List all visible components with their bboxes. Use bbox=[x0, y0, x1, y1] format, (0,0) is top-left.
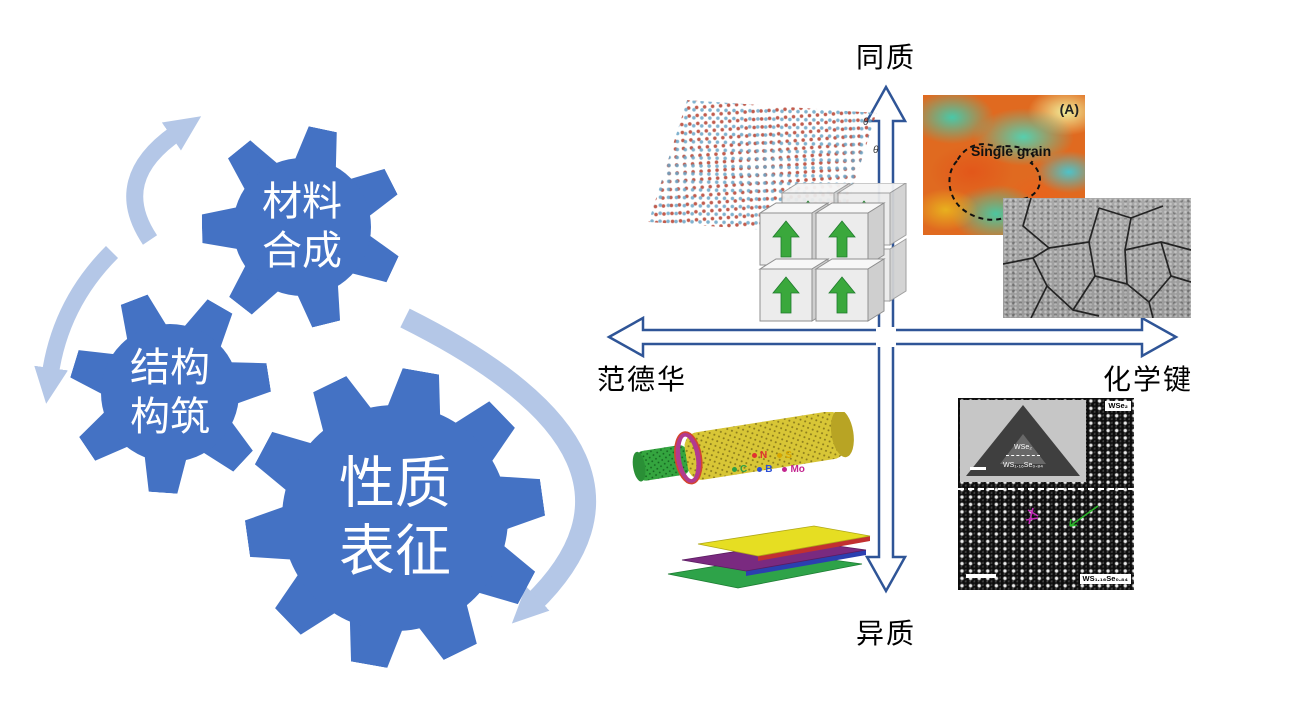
grain-boundaries bbox=[1003, 198, 1191, 318]
stem-inset-triangle: WSe₂ WS₁.₁₆Se₀.₈₄ bbox=[960, 400, 1086, 482]
legend-dot-B bbox=[757, 467, 763, 472]
cycle-arrow-top bbox=[126, 116, 202, 245]
inset-scale-bar bbox=[970, 467, 986, 470]
moire-superlattice-figure: θ θ bbox=[645, 95, 880, 240]
gear-label-material-synthesis: 材料 合成 bbox=[262, 180, 342, 273]
gear-body bbox=[233, 158, 371, 296]
legend-item-S: S bbox=[777, 450, 792, 461]
legend-dot-N bbox=[752, 453, 757, 458]
legend-item-N: N bbox=[752, 450, 767, 461]
nanotube-legend-row-2: C B Mo bbox=[732, 464, 805, 475]
nanotube-legend-row-1: N S bbox=[752, 450, 792, 461]
twist-angle-label: θ bbox=[863, 117, 869, 128]
legend-dot-Mo bbox=[782, 467, 788, 472]
legend-item-Mo: Mo bbox=[782, 464, 805, 475]
legend-label-S: S bbox=[785, 450, 792, 461]
legend-item-C: C bbox=[732, 464, 747, 475]
legend-dot-S bbox=[777, 453, 783, 458]
nanotube-graphic bbox=[632, 409, 854, 485]
horizontal-axis-arrow bbox=[606, 315, 1179, 359]
gear-property-characterization: 性质 表征 bbox=[245, 368, 545, 668]
triangle-crystal-graphic bbox=[966, 405, 1080, 476]
nanotube-figure: N S C B Mo bbox=[628, 409, 863, 492]
cube-array-figure bbox=[758, 183, 907, 322]
stem-scale-bar bbox=[966, 574, 996, 578]
axis-label-van-der-waals: 范德华 bbox=[597, 364, 688, 395]
inset-wse2-label: WSe₂ bbox=[1014, 444, 1032, 451]
axis-intersection-gap bbox=[876, 327, 896, 347]
sem-grain-boundary-figure bbox=[1003, 198, 1191, 318]
panel-a-label: (A) bbox=[1059, 101, 1079, 117]
gear-label-structure-construction: 结构 构筑 bbox=[130, 346, 210, 439]
inset-alloy-label: WS₁.₁₆Se₀.₈₄ bbox=[1003, 462, 1043, 469]
stacked-sheets-figure bbox=[667, 525, 871, 589]
single-grain-label: Single grain bbox=[971, 143, 1052, 159]
legend-label-B: B bbox=[765, 464, 773, 475]
legend-label-N: N bbox=[760, 450, 768, 461]
interface-dashed-line bbox=[958, 488, 1134, 490]
stacked-sheets-graphic bbox=[667, 525, 871, 589]
gear-body bbox=[101, 324, 239, 462]
single-grain-outline bbox=[948, 143, 1041, 221]
stem-lattice-figure: WSe₂ WS₁.₁₆Se₀.₈₄ WSe₂ WS₁.₁₆Se₀.₈₄ bbox=[958, 398, 1134, 590]
cube-array-graphic bbox=[758, 183, 907, 322]
twist-angle-label: θ bbox=[873, 145, 879, 156]
inset-interface-dash bbox=[1006, 455, 1040, 456]
axis-label-homogeneous: 同质 bbox=[855, 42, 917, 73]
legend-item-B: B bbox=[757, 464, 772, 475]
gear-body bbox=[282, 405, 508, 631]
axis-label-chemical-bond: 化学键 bbox=[1103, 364, 1194, 395]
legend-label-Mo: Mo bbox=[790, 464, 805, 475]
legend-dot-C bbox=[732, 467, 737, 472]
gear-material-synthesis: 材料 合成 bbox=[202, 127, 402, 327]
legend-label-C: C bbox=[740, 464, 748, 475]
gear-structure-construction: 结构 构筑 bbox=[70, 293, 270, 493]
stem-bottom-right-label: WS₁.₁₆Se₀.₈₄ bbox=[1079, 573, 1131, 584]
stem-top-right-label: WSe₂ bbox=[1105, 401, 1131, 412]
gear-label-property-characterization: 性质 表征 bbox=[339, 451, 451, 583]
axis-label-heterogeneous: 异质 bbox=[855, 618, 917, 649]
